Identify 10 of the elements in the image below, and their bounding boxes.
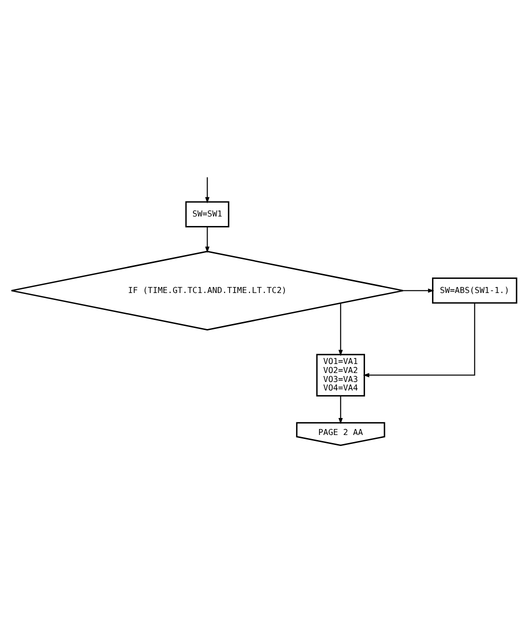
arrow xyxy=(338,303,343,356)
node-box: SW=SW1 xyxy=(185,201,230,228)
arrow xyxy=(403,288,434,293)
arrow xyxy=(338,396,343,424)
arrow xyxy=(205,226,210,253)
arrow xyxy=(363,303,476,378)
arrow xyxy=(205,177,210,204)
node-box: SW=ABS(SW1-1.) xyxy=(432,278,518,304)
node-diamond: IF (TIME.GT.TC1.AND.TIME.LT.TC2) xyxy=(10,250,404,330)
node-box: VO1=VA1 VO2=VA2 VO3=VA3 VO4=VA4 xyxy=(316,354,366,396)
